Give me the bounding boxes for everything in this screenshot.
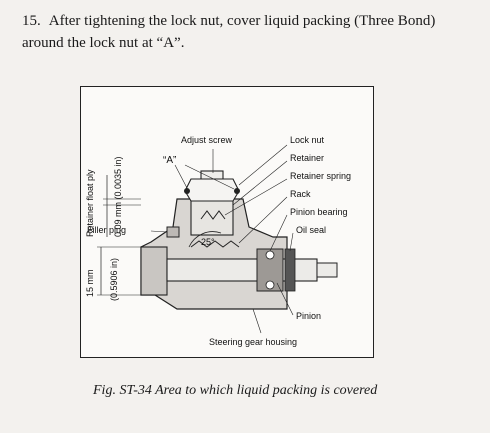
label-pinion: Pinion bbox=[296, 311, 321, 321]
leader-a-left bbox=[174, 164, 188, 189]
leader-lock-nut bbox=[238, 144, 288, 186]
label-retainer: Retainer bbox=[290, 153, 324, 163]
leader-retainer-spring bbox=[224, 178, 288, 216]
step-instruction: 15.After tightening the lock nut, cover … bbox=[22, 10, 472, 54]
label-rack: Rack bbox=[290, 189, 311, 199]
label-dim-in: (0.5906 in) bbox=[109, 258, 119, 301]
label-adjust-screw: Adjust screw bbox=[181, 135, 233, 145]
step-number: 15. bbox=[22, 13, 41, 29]
label-filler-plug: Filler plug bbox=[87, 225, 126, 235]
leader-a-right bbox=[184, 164, 235, 190]
lock-nut bbox=[184, 178, 240, 202]
pinion-shaft-tip bbox=[316, 262, 338, 278]
bearing-ball-top bbox=[265, 250, 275, 260]
label-retainer-spring: Retainer spring bbox=[290, 171, 351, 181]
rack-teeth bbox=[190, 240, 240, 248]
figure-caption: Fig. ST-34 Area to which liquid packing … bbox=[93, 383, 378, 398]
label-float-title: Retainer float ply bbox=[85, 169, 95, 237]
angle-arc bbox=[188, 231, 222, 248]
retainer-spring bbox=[200, 210, 226, 220]
steering-gear-diagram: Adjust screw “A” Lock nut Retainer Retai… bbox=[85, 135, 351, 347]
leader-filler-plug bbox=[150, 230, 168, 233]
oil-seal bbox=[284, 248, 296, 292]
leader-rack bbox=[238, 196, 288, 244]
packing-mark-right bbox=[234, 188, 240, 194]
label-oil-seal: Oil seal bbox=[296, 225, 326, 235]
packing-mark-left bbox=[184, 188, 190, 194]
label-housing: Steering gear housing bbox=[209, 337, 297, 347]
label-lock-nut: Lock nut bbox=[290, 135, 325, 145]
figure-frame: Adjust screw “A” Lock nut Retainer Retai… bbox=[80, 86, 374, 358]
label-a-marker: “A” bbox=[163, 155, 176, 166]
housing-left-tube bbox=[140, 246, 168, 296]
label-angle: 25° bbox=[201, 237, 215, 247]
label-pinion-bearing: Pinion bearing bbox=[290, 207, 348, 217]
step-text: After tightening the lock nut, cover liq… bbox=[22, 13, 436, 51]
leader-pinion-bearing bbox=[269, 214, 288, 252]
leader-oil-seal bbox=[289, 232, 294, 252]
leader-housing bbox=[252, 308, 262, 334]
filler-plug bbox=[166, 226, 180, 238]
label-float-value: 0.09 mm (0.0035 in) bbox=[113, 156, 123, 237]
leader-retainer bbox=[232, 160, 288, 206]
bearing-ball-bottom bbox=[265, 280, 275, 290]
leader-pinion bbox=[276, 282, 294, 316]
label-dim-mm: 15 mm bbox=[85, 269, 95, 297]
